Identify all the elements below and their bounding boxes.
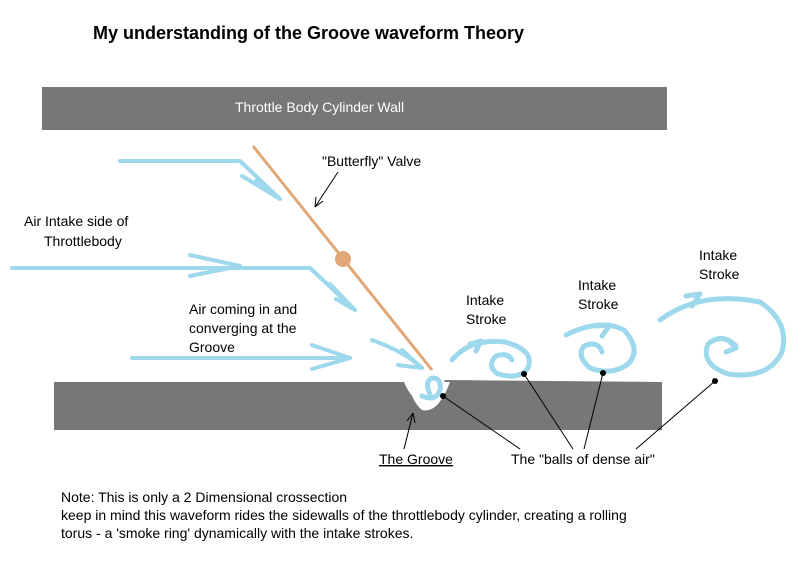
air-flow-arrow-top: [118, 159, 282, 201]
valve-pointer: [314, 171, 339, 208]
swirl-3-inner-arrowhead-icon: [723, 337, 739, 355]
groove-pointer: [403, 412, 414, 450]
dense-air-swirl-2: [563, 322, 637, 374]
wall-label: Throttle Body Cylinder Wall: [235, 99, 404, 115]
air-flow-arrowhead-middle-a-icon: [188, 253, 242, 278]
groove-swirl: [419, 375, 443, 401]
groove-label: The Groove: [379, 451, 453, 467]
converging-label-line-2: converging at the: [189, 320, 297, 336]
dense-air-pointer-1: [442, 395, 521, 450]
note-line-2: keep in mind this waveform rides the sid…: [61, 507, 627, 523]
swirl-3-arrowhead-icon: [683, 291, 703, 309]
valve-pivot: [335, 251, 351, 267]
air-intake-label-line-1: Air Intake side of: [24, 213, 128, 229]
groove-pointer-arrowhead-icon: [406, 412, 416, 424]
air-flow-arrowhead-groove-icon: [396, 348, 424, 370]
cylinder-wall-top: [42, 87, 667, 130]
air-flow-arrowhead-top-icon: [240, 174, 282, 201]
note-line-3: torus - a 'smoke ring' dynamically with …: [61, 525, 414, 541]
dense-air-swirl-3: [657, 296, 787, 378]
valve-label: "Butterfly" Valve: [322, 153, 421, 169]
swirl-1-arrowhead-icon: [467, 338, 484, 354]
swirl-2-arrowhead-icon: [593, 322, 613, 339]
note-text: Note: This is only a 2 Dimensional cross…: [61, 488, 781, 542]
air-flow-arrow-middle: [10, 266, 357, 312]
intake-stroke-3-line-1: Intake: [699, 247, 737, 263]
note-line-1: Note: This is only a 2 Dimensional cross…: [61, 489, 348, 505]
dense-air-pointer-4: [635, 380, 716, 450]
dense-air-swirl-1: [449, 338, 532, 379]
air-intake-label-line-2: Throttlebody: [44, 233, 122, 249]
intake-stroke-3-line-2: Stroke: [699, 266, 740, 282]
cylinder-wall-bottom: [54, 380, 662, 430]
intake-stroke-1-line-2: Stroke: [466, 311, 507, 327]
converging-label-line-1: Air coming in and: [189, 301, 297, 317]
valve-pointer-arrowhead-icon: [314, 196, 324, 208]
dense-air-label: The "balls of dense air": [511, 451, 655, 467]
diagram-title: My understanding of the Groove waveform …: [93, 23, 524, 43]
intake-stroke-2-line-1: Intake: [578, 277, 616, 293]
air-flow-arrowhead-middle-b-icon: [328, 282, 357, 312]
dense-air-pointer-3: [583, 372, 604, 450]
intake-stroke-1-line-1: Intake: [466, 292, 504, 308]
converging-label-line-3: Groove: [189, 339, 235, 355]
dense-air-pointer-2: [523, 373, 574, 450]
intake-stroke-2-line-2: Stroke: [578, 296, 619, 312]
air-flow-arrowhead-bottom-icon: [310, 343, 352, 371]
